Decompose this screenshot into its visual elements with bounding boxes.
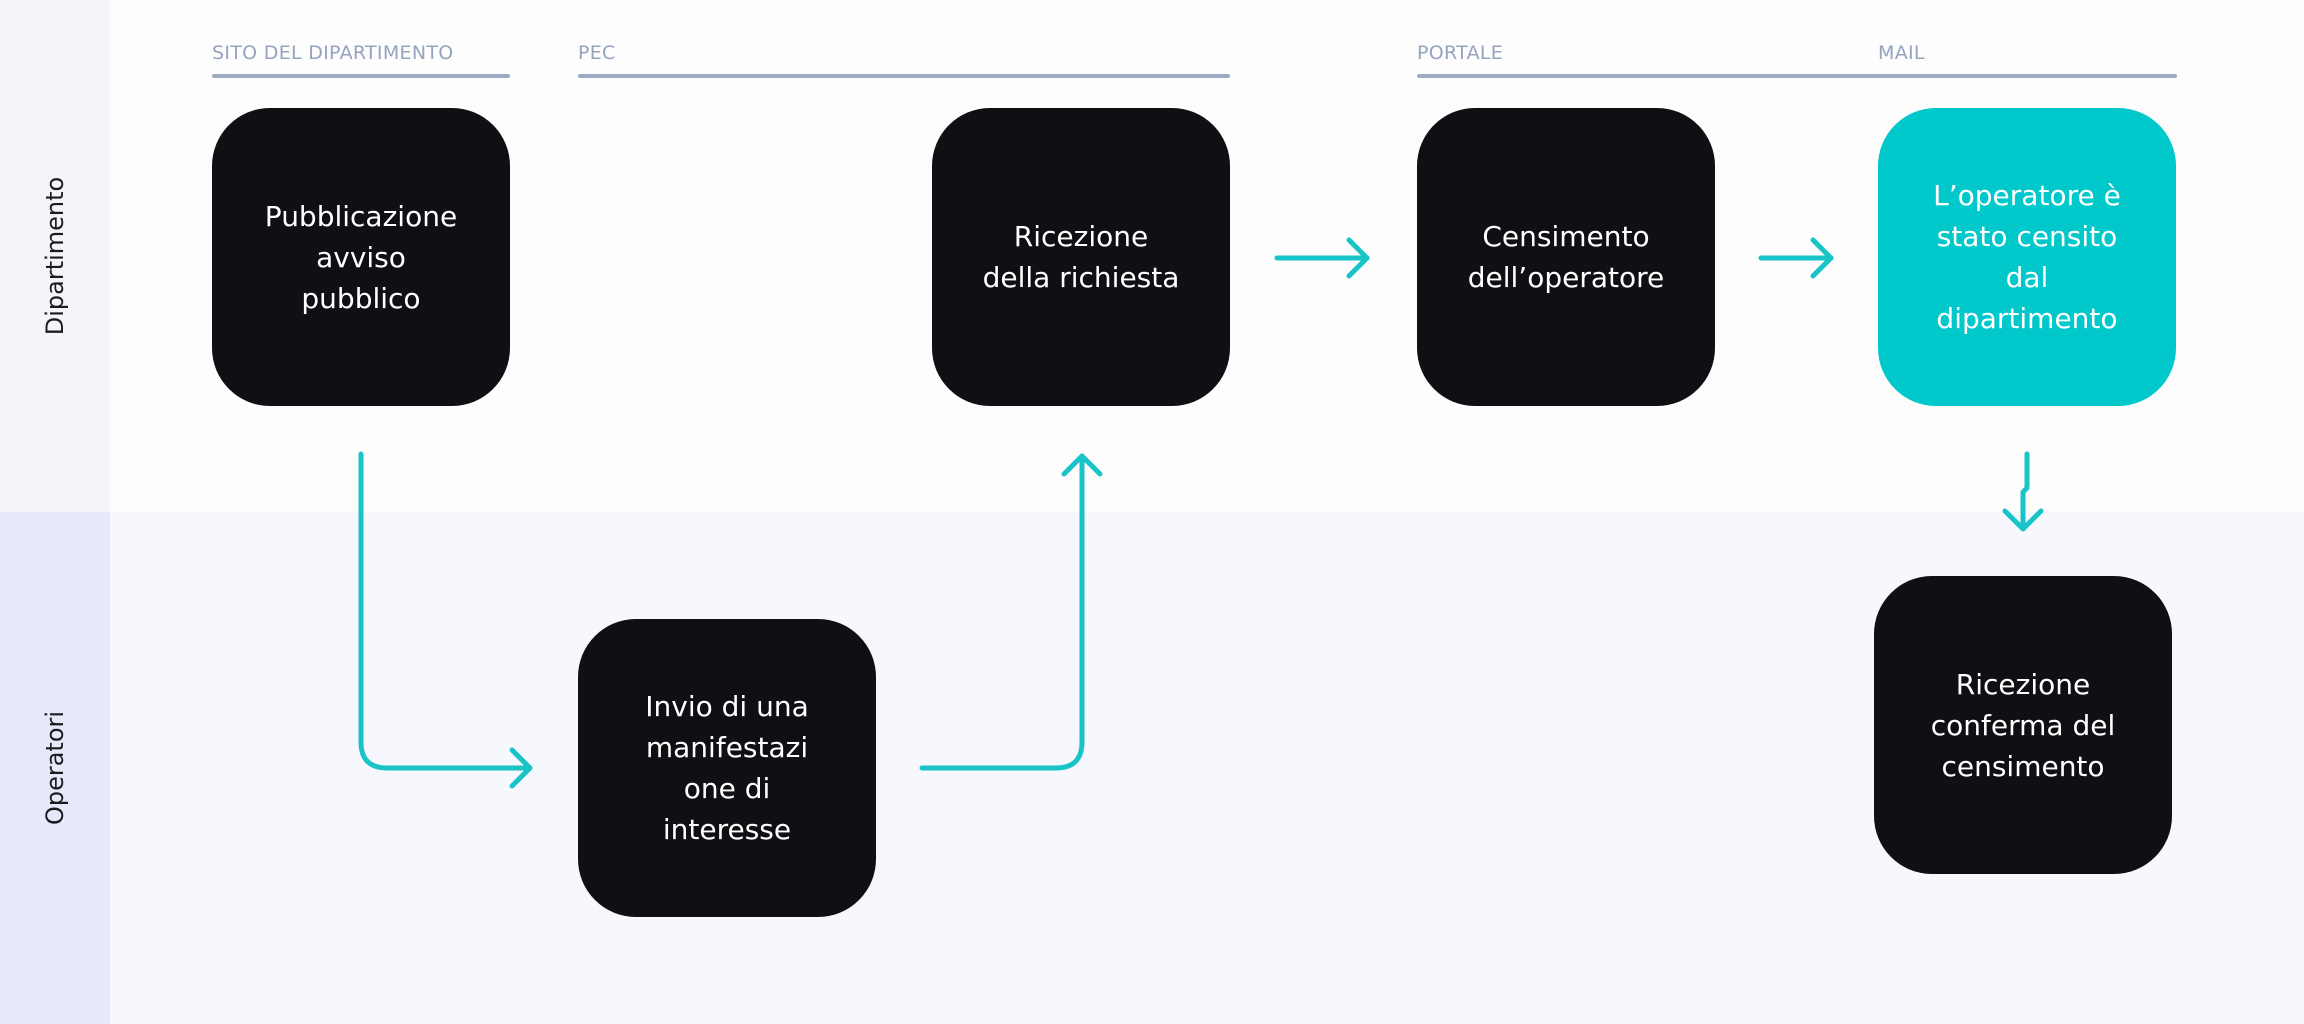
node-invio-label: Invio di una manifestazi one di interess… <box>645 690 809 846</box>
lane-header-dipartimento: Dipartimento <box>0 0 110 512</box>
arrow-invio-to-ricezione <box>919 453 1103 771</box>
channel-line-pec <box>578 74 1230 78</box>
node-ricezione-conferma[interactable]: Ricezione conferma del censimento <box>1874 576 2172 874</box>
channel-label-sito: SITO DEL DIPARTIMENTO <box>212 42 454 64</box>
channel-label-pec: PEC <box>578 42 616 64</box>
arrow-censito-to-conferma <box>2002 451 2044 532</box>
node-pubblicazione-label: Pubblicazione avviso pubblico <box>264 199 458 315</box>
node-invio-manifestazione[interactable]: Invio di una manifestazi one di interess… <box>578 619 876 917</box>
channel-label-portale: PORTALE <box>1417 42 1504 64</box>
node-censito-label: L’operatore è stato censito dal dipartim… <box>1933 179 2121 335</box>
node-ricezione-richiesta[interactable]: Ricezione della richiesta <box>932 108 1230 406</box>
channel-label-mail: MAIL <box>1878 42 1925 64</box>
lane-header-operatori: Operatori <box>0 512 110 1024</box>
arrow-censimento-to-censito <box>1758 237 1834 279</box>
node-ricezione-richiesta-label: Ricezione della richiesta <box>982 220 1180 294</box>
channel-line-portale-mail <box>1417 74 2177 78</box>
node-operatore-censito[interactable]: L’operatore è stato censito dal dipartim… <box>1878 108 2176 406</box>
node-censimento-label: Censimento dell’operatore <box>1467 220 1665 294</box>
arrow-ricezione-to-censimento <box>1274 237 1370 279</box>
node-pubblicazione[interactable]: Pubblicazione avviso pubblico <box>212 108 510 406</box>
channel-line-sito <box>212 74 510 78</box>
node-conferma-label: Ricezione conferma del censimento <box>1930 667 2116 783</box>
arrow-pubblicazione-to-invio <box>358 451 533 789</box>
node-censimento[interactable]: Censimento dell’operatore <box>1417 108 1715 406</box>
